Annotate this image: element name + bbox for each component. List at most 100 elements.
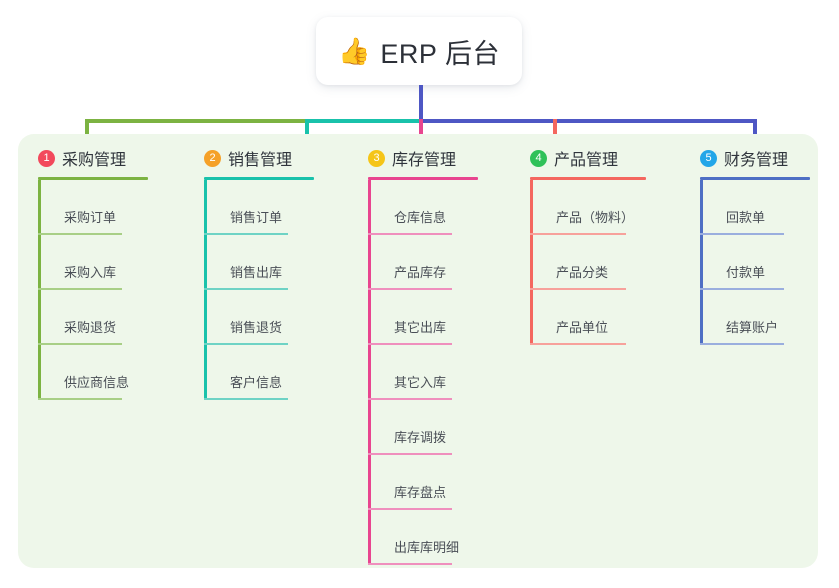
column-badge-3: 3 — [368, 149, 385, 167]
leaf-item[interactable]: 结算账户 — [700, 290, 810, 345]
column-items-5: 回款单付款单结算账户 — [700, 180, 810, 345]
leaf-item-label: 库存调拨 — [394, 430, 447, 445]
column-header-3[interactable]: 3 库存管理 — [368, 146, 478, 177]
root-node-erp-backend[interactable]: 👍 ERP 后台 — [316, 17, 522, 85]
column-badge-4: 4 — [530, 149, 547, 167]
leaf-item[interactable]: 客户信息 — [204, 345, 314, 400]
column-title-3: 库存管理 — [392, 152, 457, 169]
leaf-item-label: 采购订单 — [64, 210, 117, 225]
leaf-item-underline — [368, 343, 452, 345]
leaf-item-label: 销售订单 — [230, 210, 283, 225]
leaf-item-underline — [204, 398, 288, 400]
leaf-item[interactable]: 采购退货 — [38, 290, 148, 345]
column-spine-4 — [530, 180, 533, 345]
leaf-item[interactable]: 其它入库 — [368, 345, 478, 400]
leaf-item[interactable]: 销售订单 — [204, 180, 314, 235]
bus-segment-green — [85, 119, 307, 123]
leaf-item[interactable]: 付款单 — [700, 235, 810, 290]
column-badge-1: 1 — [38, 149, 55, 167]
column-1: 1 采购管理采购订单采购入库采购退货供应商信息 — [38, 146, 148, 400]
column-badge-2: 2 — [204, 149, 221, 167]
leaf-item-underline — [38, 343, 122, 345]
bus-segment-teal — [305, 119, 421, 123]
thumbs-up-emoji: 👍 — [338, 36, 371, 66]
leaf-item[interactable]: 销售出库 — [204, 235, 314, 290]
leaf-item-label: 采购入库 — [64, 265, 117, 280]
leaf-item[interactable]: 出库库明细 — [368, 510, 478, 565]
leaf-item[interactable]: 产品库存 — [368, 235, 478, 290]
column-underline-3 — [368, 177, 478, 180]
leaf-item-underline — [204, 233, 288, 235]
leaf-item-label: 采购退货 — [64, 320, 117, 335]
leaf-item[interactable]: 产品（物料） — [530, 180, 646, 235]
leaf-item-underline — [530, 233, 626, 235]
leaf-item[interactable]: 回款单 — [700, 180, 810, 235]
leaf-item-underline — [368, 288, 452, 290]
leaf-item[interactable]: 采购订单 — [38, 180, 148, 235]
leaf-item[interactable]: 仓库信息 — [368, 180, 478, 235]
leaf-item-label: 仓库信息 — [394, 210, 447, 225]
column-spine-1 — [38, 180, 41, 400]
leaf-item-label: 结算账户 — [726, 320, 779, 335]
leaf-item-underline — [368, 563, 452, 565]
column-underline-1 — [38, 177, 148, 180]
leaf-item-underline — [530, 288, 626, 290]
column-underline-4 — [530, 177, 646, 180]
leaf-item-underline — [368, 453, 452, 455]
column-items-1: 采购订单采购入库采购退货供应商信息 — [38, 180, 148, 400]
leaf-item-underline — [204, 343, 288, 345]
leaf-item[interactable]: 采购入库 — [38, 235, 148, 290]
leaf-item[interactable]: 供应商信息 — [38, 345, 148, 400]
leaf-item-label: 产品（物料） — [556, 210, 635, 225]
leaf-item-label: 付款单 — [726, 265, 766, 280]
column-badge-5: 5 — [700, 149, 717, 167]
column-header-4[interactable]: 4 产品管理 — [530, 146, 646, 177]
leaf-item-label: 销售出库 — [230, 265, 283, 280]
root-stem-line — [419, 85, 423, 121]
leaf-item-label: 其它出库 — [394, 320, 447, 335]
column-header-5[interactable]: 5 财务管理 — [700, 146, 810, 177]
leaf-item-label: 供应商信息 — [64, 375, 130, 390]
column-underline-5 — [700, 177, 810, 180]
leaf-item-label: 其它入库 — [394, 375, 447, 390]
leaf-item-underline — [204, 288, 288, 290]
leaf-item[interactable]: 库存调拨 — [368, 400, 478, 455]
column-spine-3 — [368, 180, 371, 565]
leaf-item-underline — [368, 398, 452, 400]
column-spine-5 — [700, 180, 703, 345]
leaf-item-label: 客户信息 — [230, 375, 283, 390]
leaf-item-label: 产品单位 — [556, 320, 609, 335]
leaf-item-label: 出库库明细 — [394, 540, 460, 555]
leaf-item-label: 回款单 — [726, 210, 766, 225]
leaf-item[interactable]: 产品分类 — [530, 235, 646, 290]
leaf-item-underline — [530, 343, 626, 345]
leaf-item[interactable]: 库存盘点 — [368, 455, 478, 510]
leaf-item-underline — [700, 233, 784, 235]
column-3: 3 库存管理仓库信息产品库存其它出库其它入库库存调拨库存盘点出库库明细 — [368, 146, 478, 565]
column-header-1[interactable]: 1 采购管理 — [38, 146, 148, 177]
column-title-4: 产品管理 — [554, 152, 619, 169]
column-4: 4 产品管理产品（物料） 产品分类产品单位 — [530, 146, 646, 345]
leaf-item-underline — [38, 288, 122, 290]
leaf-item-underline — [368, 508, 452, 510]
leaf-item-underline — [700, 288, 784, 290]
column-underline-2 — [204, 177, 314, 180]
leaf-item-underline — [38, 398, 122, 400]
leaf-item-label: 产品库存 — [394, 265, 447, 280]
leaf-item[interactable]: 其它出库 — [368, 290, 478, 345]
column-items-4: 产品（物料） 产品分类产品单位 — [530, 180, 646, 345]
leaf-item-label: 库存盘点 — [394, 485, 447, 500]
column-items-3: 仓库信息产品库存其它出库其它入库库存调拨库存盘点出库库明细 — [368, 180, 478, 565]
leaf-item-label: 销售退货 — [230, 320, 283, 335]
column-items-2: 销售订单销售出库销售退货客户信息 — [204, 180, 314, 400]
leaf-item-underline — [38, 233, 122, 235]
leaf-item[interactable]: 销售退货 — [204, 290, 314, 345]
bus-segment-blue — [419, 119, 757, 123]
column-title-1: 采购管理 — [62, 152, 127, 169]
leaf-item[interactable]: 产品单位 — [530, 290, 646, 345]
column-title-5: 财务管理 — [724, 152, 789, 169]
column-5: 5 财务管理回款单付款单结算账户 — [700, 146, 810, 345]
